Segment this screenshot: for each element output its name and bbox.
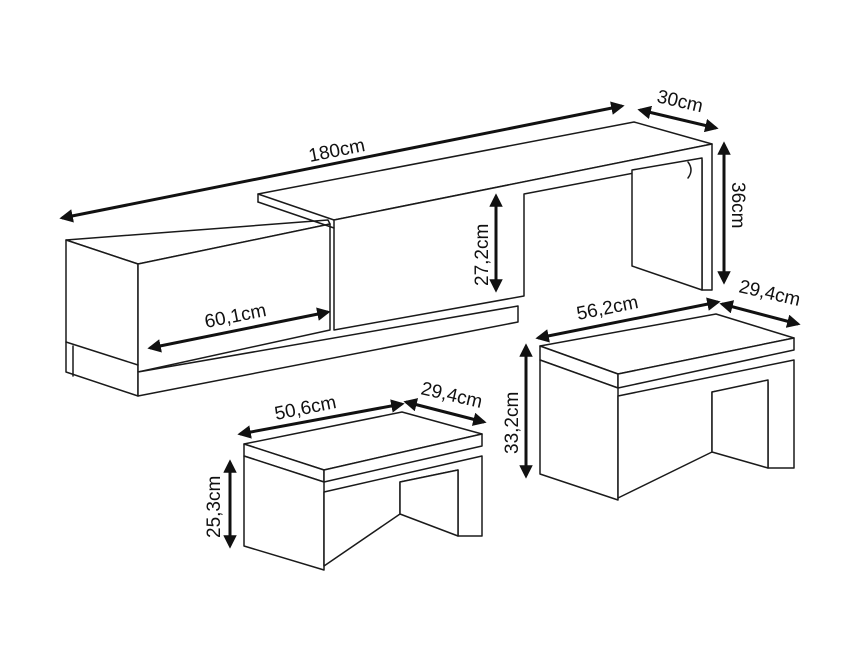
dimension-arrows (59, 101, 801, 549)
label-tv-height: 36cm (727, 182, 748, 228)
small-nesting-table (243, 411, 483, 571)
arrow-small-depth (403, 398, 487, 426)
arrow-tv-length (59, 101, 625, 223)
label-tv-depth: 30cm (655, 86, 705, 117)
arrow-large-width (535, 297, 721, 343)
arrow-tv-depth (637, 105, 719, 133)
label-drawer-height: 27,2cm (472, 224, 493, 286)
large-nesting-table (539, 313, 795, 501)
arrow-small-width (237, 399, 405, 439)
label-large-height: 33,2cm (502, 392, 523, 454)
label-small-width: 50,6cm (273, 392, 338, 425)
arrow-drawer-width (147, 307, 331, 353)
label-small-height: 25,3cm (204, 476, 225, 538)
label-large-depth: 29,4cm (737, 276, 802, 310)
arrow-large-depth (719, 300, 801, 328)
